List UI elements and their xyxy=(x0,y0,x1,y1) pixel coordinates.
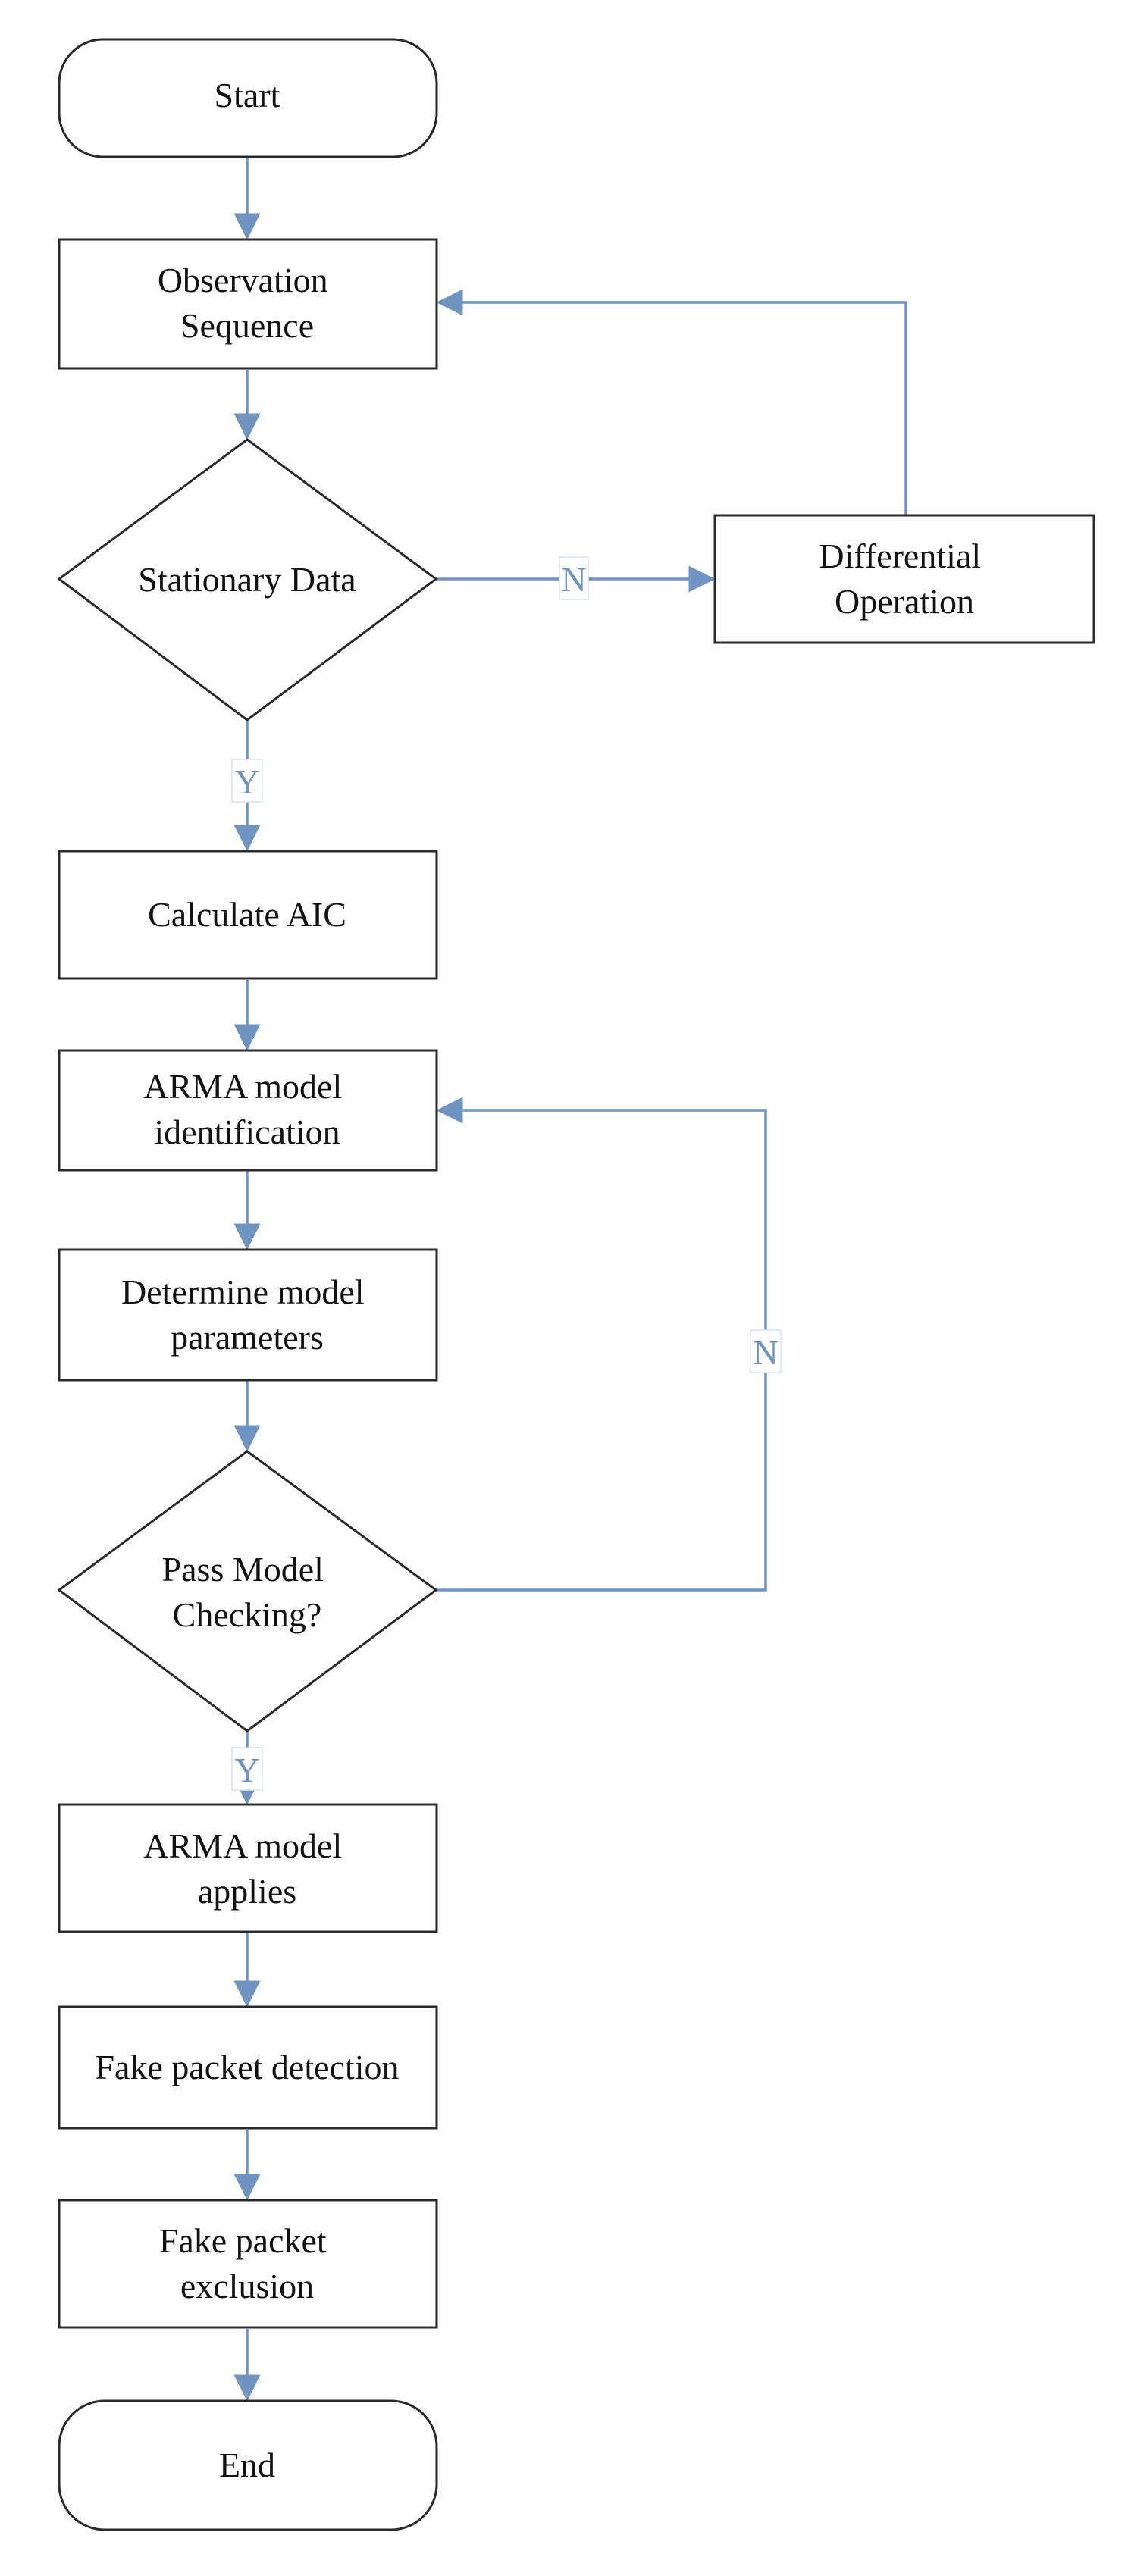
stationary-data-label: Stationary Data xyxy=(138,560,356,599)
svg-text:N: N xyxy=(753,1333,778,1372)
observation-sequence-label: Observation Sequence xyxy=(158,261,337,345)
edge-label-stationary-no: N xyxy=(559,556,589,600)
fake-packet-detection-label: Fake packet detection xyxy=(95,2048,399,2086)
determine-parameters-box: Determine model parameters xyxy=(58,1248,438,1382)
fake-packet-exclusion-label: Fake packet exclusion xyxy=(159,2221,335,2305)
fake-packet-detection-box: Fake packet detection xyxy=(58,2005,438,2130)
calculate-aic-box: Calculate AIC xyxy=(58,850,438,980)
stationary-data-decision: Stationary Data xyxy=(57,438,438,721)
model-checking-label: Pass Model Checking? xyxy=(162,1550,333,1634)
edge-label-checking-no: N xyxy=(750,1329,782,1373)
svg-text:Y: Y xyxy=(234,1751,259,1789)
edge-differential-observation xyxy=(436,289,907,515)
arma-identification-label: ARMA model identification xyxy=(143,1067,350,1151)
start-terminator: Start xyxy=(58,38,438,158)
determine-parameters-label: Determine model parameters xyxy=(121,1272,373,1357)
arma-applies-box: ARMA model applies xyxy=(58,1803,438,1933)
start-label: Start xyxy=(215,76,280,114)
arma-applies-label: ARMA model applies xyxy=(143,1826,350,1911)
edge-label-checking-yes: Y xyxy=(231,1747,263,1791)
end-label: End xyxy=(219,2446,275,2484)
fake-packet-exclusion-box: Fake packet exclusion xyxy=(58,2199,438,2329)
edge-checking-armaid xyxy=(436,1097,767,1592)
calculate-aic-label: Calculate AIC xyxy=(148,895,346,934)
differential-operation-label: Differential Operation xyxy=(819,537,989,621)
svg-text:Y: Y xyxy=(234,762,259,801)
model-checking-decision: Pass Model Checking? xyxy=(57,1450,438,1732)
differential-operation-box: Differential Operation xyxy=(713,514,1095,644)
arma-identification-box: ARMA model identification xyxy=(58,1049,438,1172)
end-terminator: End xyxy=(58,2399,438,2531)
observation-sequence-box: Observation Sequence xyxy=(58,238,438,370)
edge-label-stationary-yes: Y xyxy=(231,759,263,803)
svg-text:N: N xyxy=(561,560,586,599)
